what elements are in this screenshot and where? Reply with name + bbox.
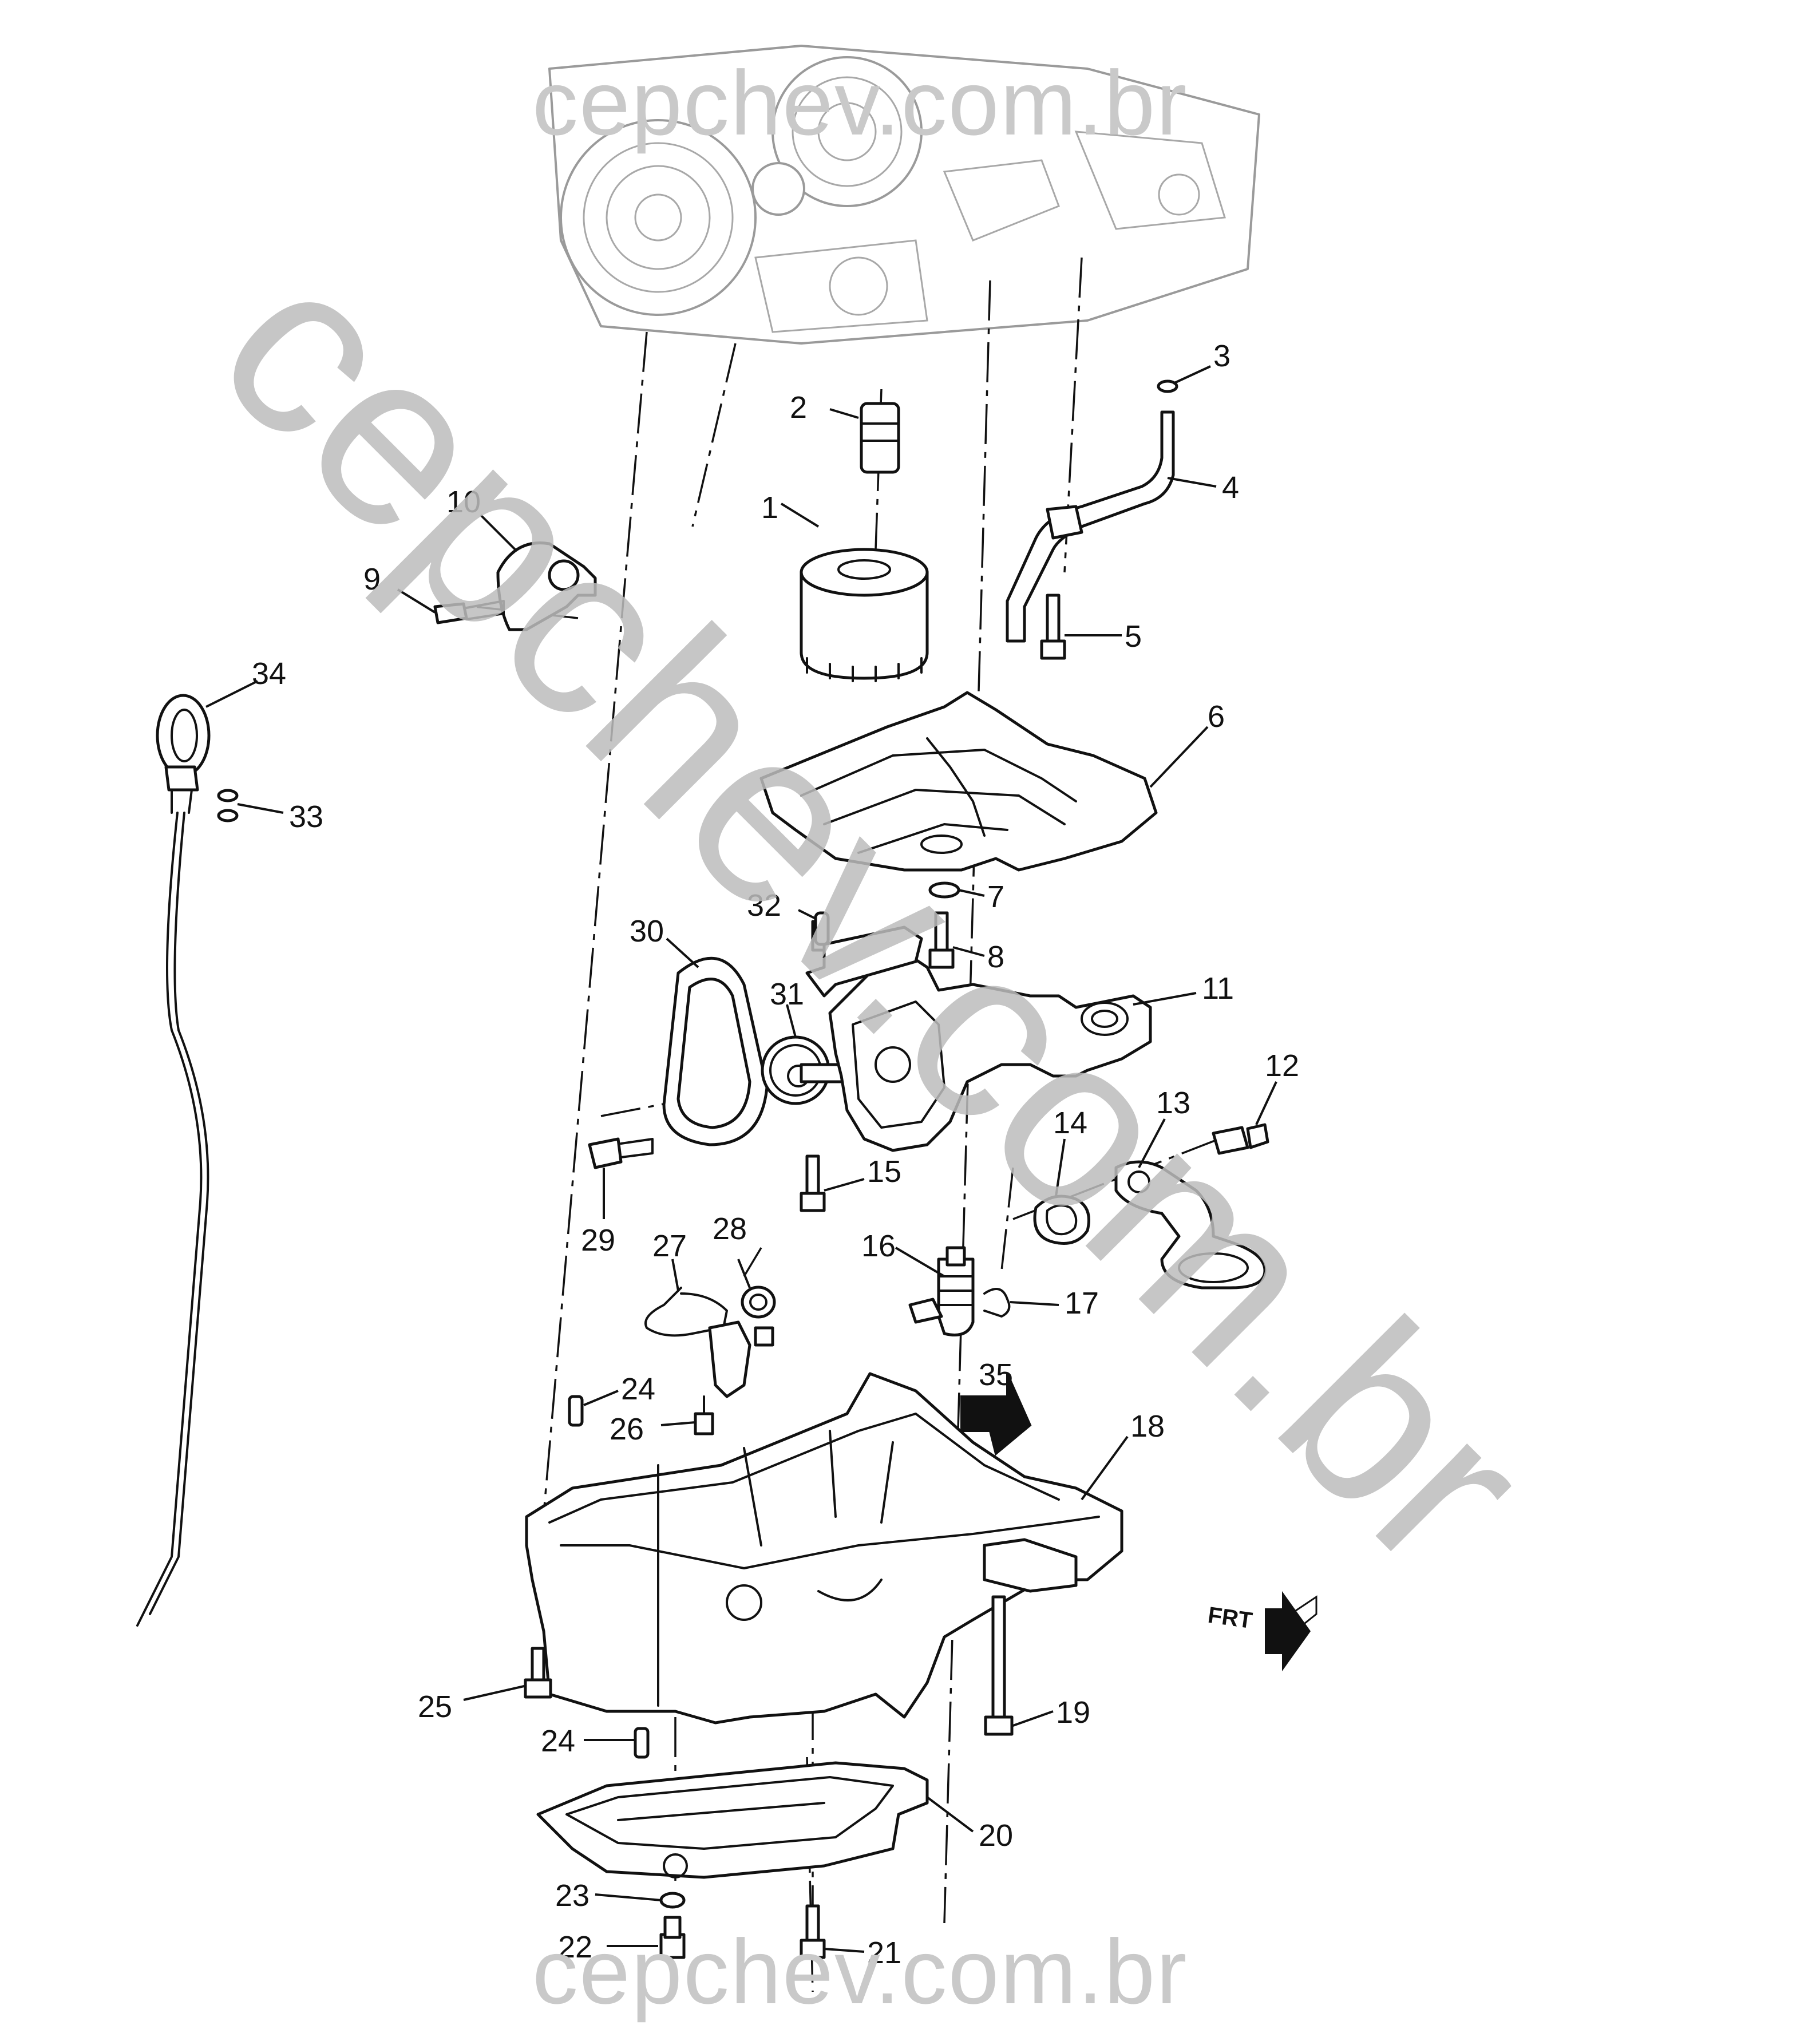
callout-34: 34 [252,656,286,691]
callout-3: 3 [1213,339,1231,373]
front-indicator-label: FRT [1206,1603,1254,1633]
callout-16: 16 [861,1229,896,1263]
callout-21: 21 [867,1936,901,1970]
leader-lines [205,365,1277,1953]
callout-12: 12 [1265,1049,1299,1083]
oil-level-indicator [136,694,239,1627]
lower-oil-pan [536,1761,929,1879]
callout-35: 35 [979,1358,1013,1392]
pan-dowel-24-lower [634,1727,650,1759]
oil-filter [800,548,929,682]
oil-filter-adapter [860,402,900,474]
callout-31: 31 [770,977,804,1011]
oil-pressure-valve [908,1246,1011,1336]
callout-26: 26 [610,1412,644,1446]
callout-18: 18 [1130,1409,1165,1443]
engine-block-background [548,45,1260,345]
callout-2: 2 [790,390,807,425]
callout-9: 9 [363,562,381,596]
callout-14: 14 [1053,1106,1087,1140]
dipstick-tube-assembly [1006,379,1178,660]
oil-level-sensor-harness [644,1286,776,1398]
oil-pump-pickup-tube [1033,1160,1267,1290]
oil-pump-bolt-29 [588,1137,654,1169]
oil-pump-drive-chain [662,956,769,1146]
callout-24-upper: 24 [621,1372,655,1406]
pan-bolt-25 [524,1647,552,1699]
pickup-bolt-12 [1212,1123,1269,1155]
callout-5: 5 [1125,619,1142,654]
bracket-and-bolt [433,541,597,631]
tray-fasteners [928,881,960,969]
callout-17: 17 [1065,1286,1099,1320]
pan-dowel-24-upper [568,1395,584,1427]
watermark-bottom: cepchev.com.br [532,1920,1188,2023]
callout-30: 30 [630,914,664,948]
dowel-pin-32 [814,911,830,946]
callout-33: 33 [289,800,323,834]
oil-pump-assembly [805,920,1152,1152]
callout-28: 28 [713,1212,747,1246]
callout-32: 32 [747,888,781,923]
watermark-top: cepchev.com.br [532,52,1188,154]
callout-7: 7 [987,880,1004,914]
callout-10: 10 [446,485,481,519]
callout-22: 22 [558,1930,592,1964]
drain-plug-and-washer [659,1892,826,1959]
callout-20: 20 [979,1818,1013,1853]
upper-oil-pan [525,1372,1123,1725]
callout-1: 1 [761,491,778,525]
callout-6: 6 [1208,699,1225,734]
callout-19: 19 [1056,1695,1090,1730]
view-arrow-35 [960,1373,1032,1456]
callout-11: 11 [1202,971,1234,1006]
pan-long-bolt-19 [984,1595,1014,1736]
callout-13: 13 [1156,1086,1190,1120]
callout-numbers: 1 2 3 4 5 6 7 8 9 10 11 12 13 14 15 16 1… [252,339,1299,1970]
callout-24-lower: 24 [541,1724,575,1758]
callout-4: 4 [1222,470,1239,505]
callout-23: 23 [555,1878,589,1913]
front-direction-indicator: FRT [1206,1591,1317,1671]
callout-8: 8 [987,940,1004,974]
callout-27: 27 [652,1229,687,1263]
sensor-bolt-26 [694,1395,714,1435]
oil-pump-bolt-15 [800,1154,826,1212]
callout-29: 29 [581,1223,615,1257]
callout-25: 25 [418,1690,452,1724]
oil-windage-tray [759,691,1158,872]
callout-15: 15 [867,1154,901,1189]
